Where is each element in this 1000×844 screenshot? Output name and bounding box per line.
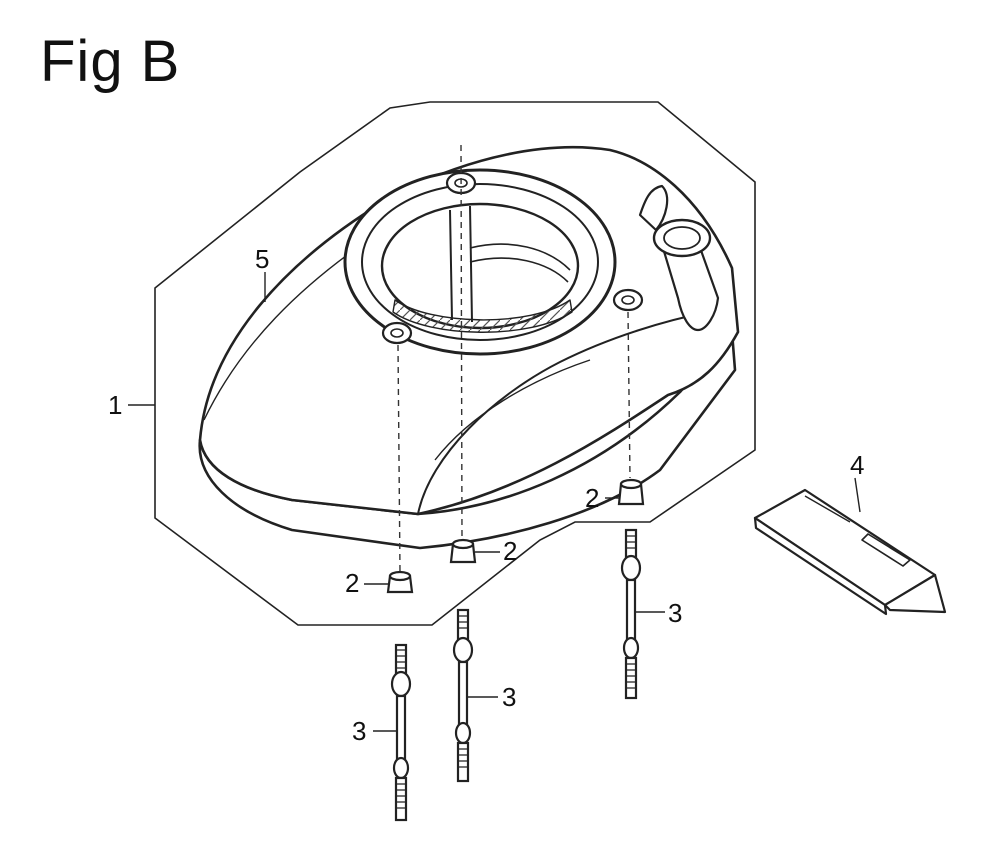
callout-2-center: 2 bbox=[503, 536, 517, 566]
grommet-2-left bbox=[386, 570, 414, 594]
fan-cover bbox=[198, 145, 740, 550]
figure-title: Fig B bbox=[40, 29, 181, 94]
leader-lines bbox=[128, 272, 861, 732]
assembly-boundary bbox=[154, 101, 756, 626]
stud-bolt-3-left bbox=[390, 643, 412, 822]
callout-3-left: 3 bbox=[352, 716, 366, 746]
fastener-axis-lines bbox=[397, 144, 631, 573]
callout-2-left: 2 bbox=[345, 568, 359, 598]
stud-bolt-3-right bbox=[620, 528, 642, 700]
callout-1: 1 bbox=[108, 390, 122, 420]
callout-2-right: 2 bbox=[585, 483, 599, 513]
callout-4: 4 bbox=[850, 450, 864, 480]
label-plate-4 bbox=[753, 488, 947, 616]
callout-3-right: 3 bbox=[668, 598, 682, 628]
grommet-2-right bbox=[617, 478, 645, 506]
callout-3-center: 3 bbox=[502, 682, 516, 712]
callout-5: 5 bbox=[255, 244, 269, 274]
grommet-2-center bbox=[449, 538, 477, 564]
stud-bolt-3-center bbox=[452, 608, 474, 783]
